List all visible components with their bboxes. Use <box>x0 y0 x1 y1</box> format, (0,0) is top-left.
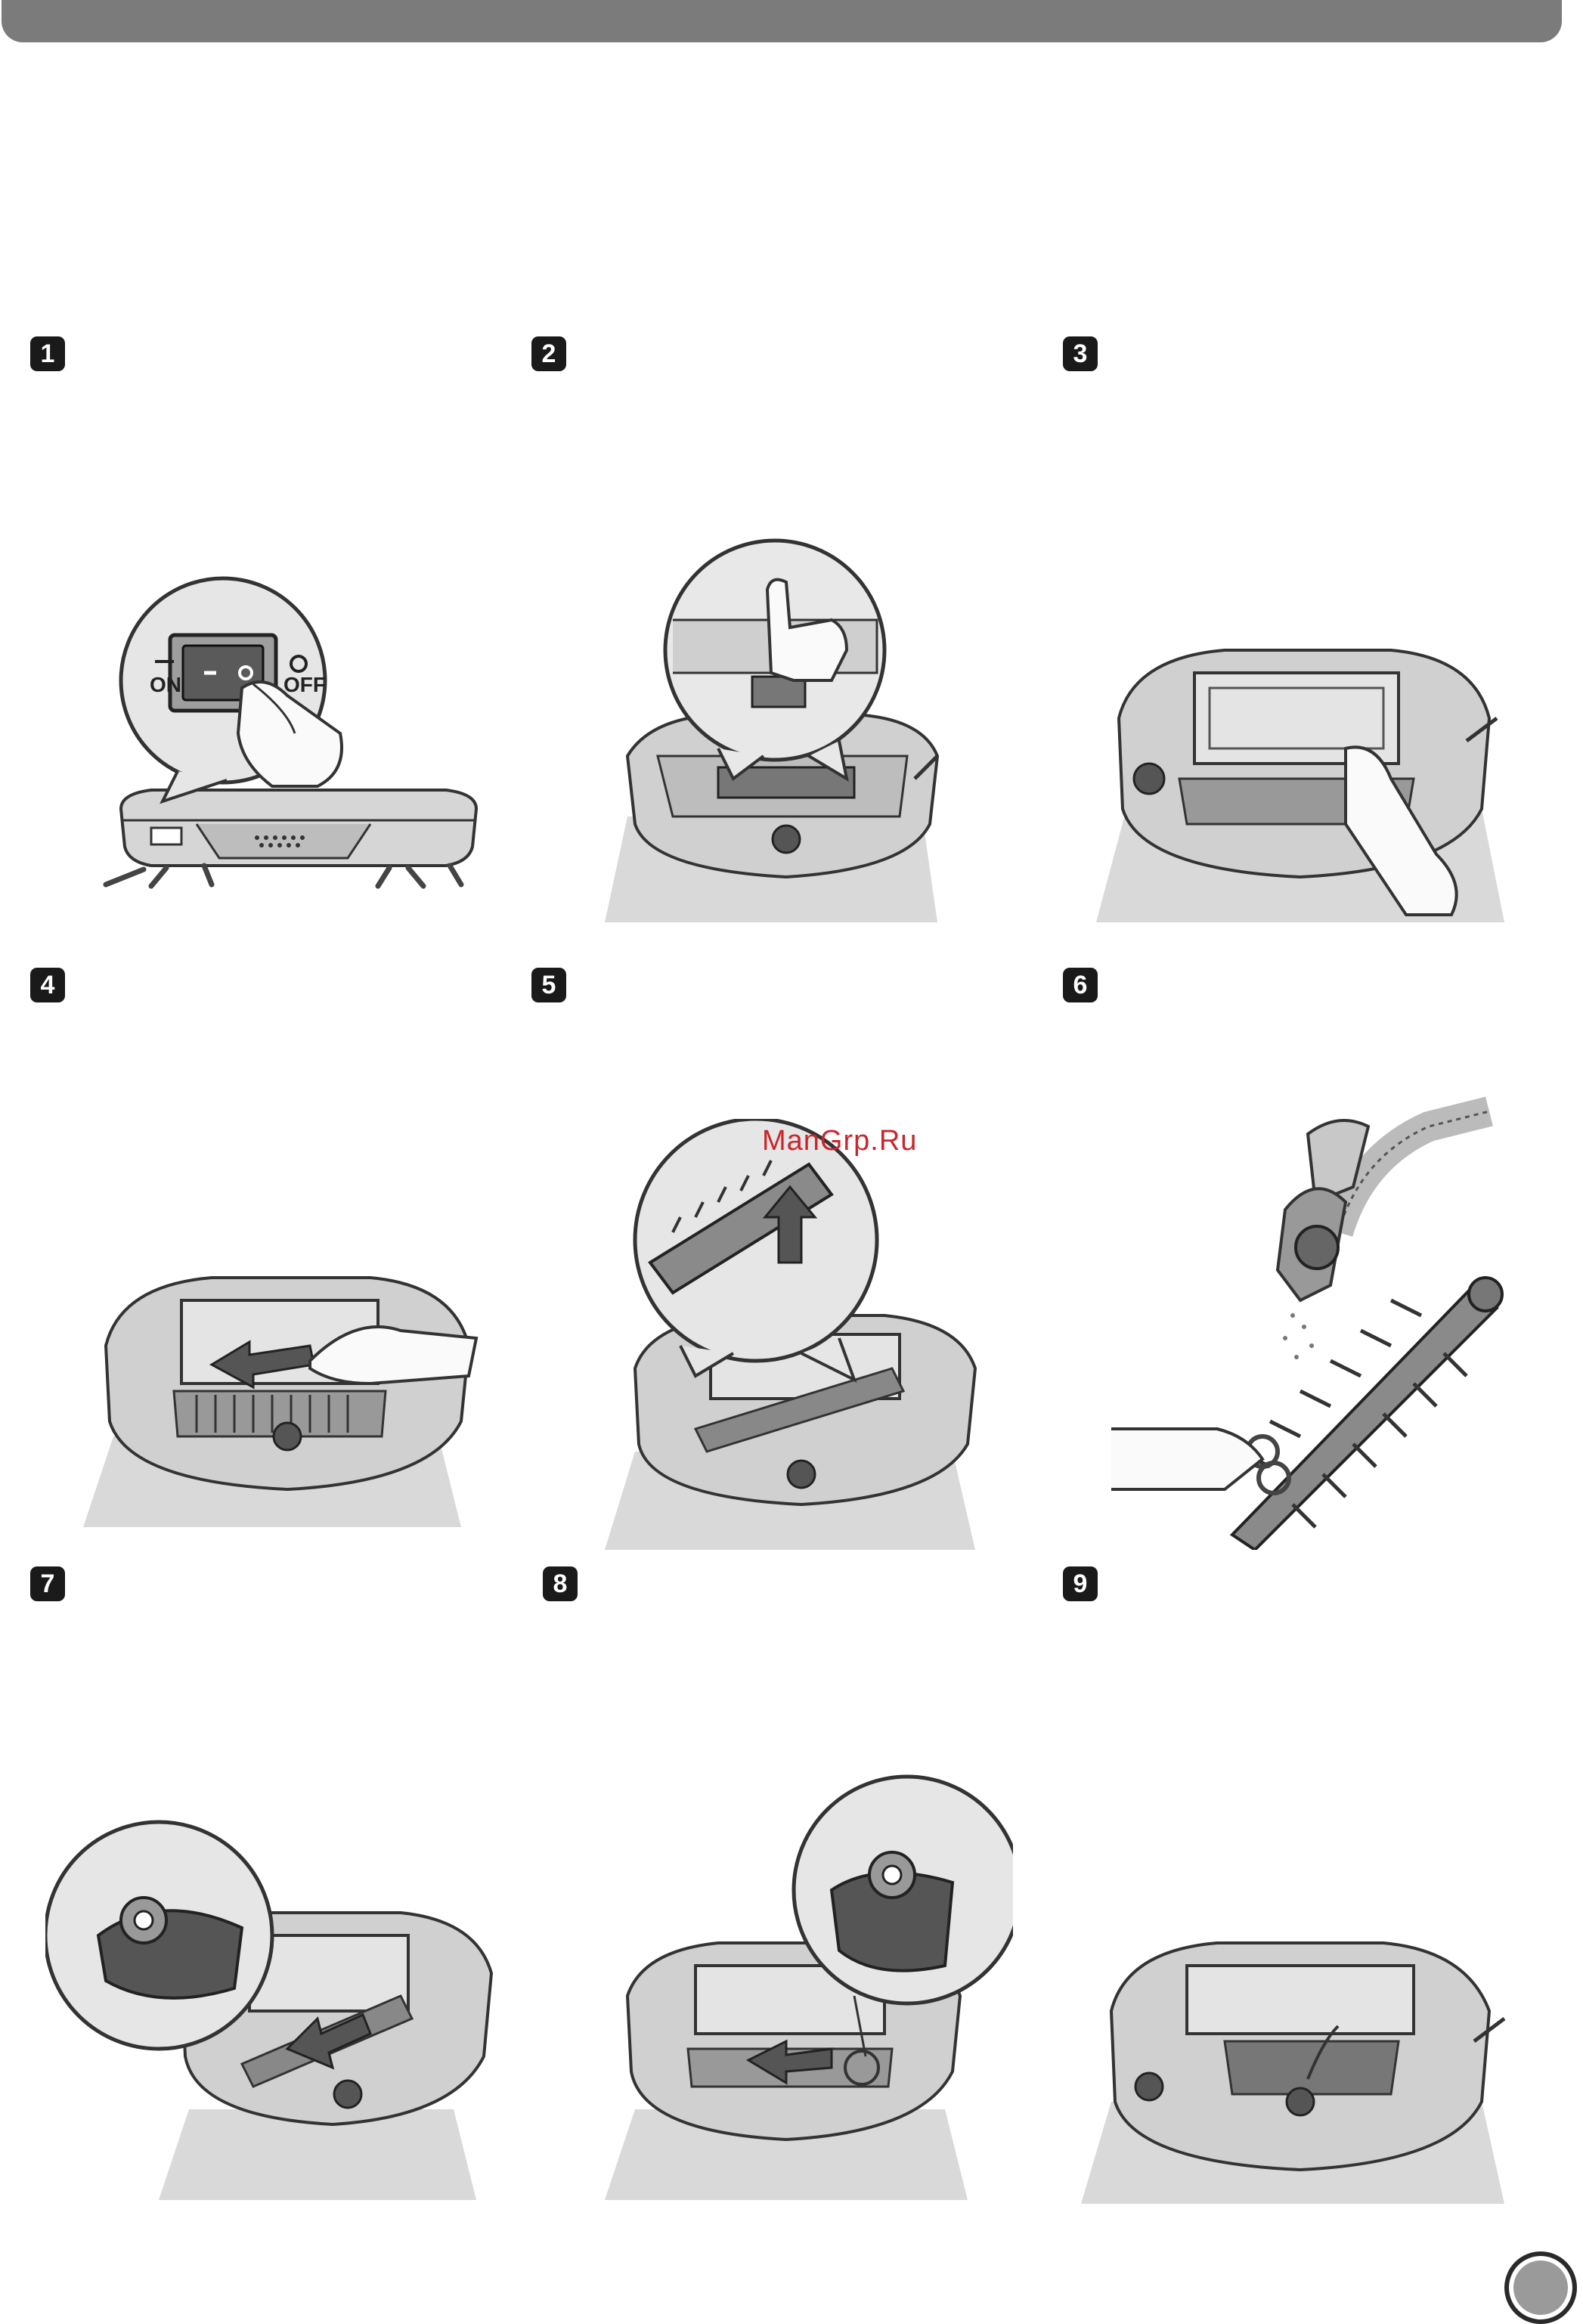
step-8-illustration <box>605 1769 1013 2208</box>
step-badge-7: 7 <box>30 1566 65 1601</box>
step-6-illustration <box>1111 1096 1504 1550</box>
step-badge-2: 2 <box>531 336 566 371</box>
step-badge-4: 4 <box>30 968 65 1002</box>
switch-off-label: OFF <box>283 673 326 696</box>
watermark-text: ManGrp.Ru <box>762 1125 917 1157</box>
step-4-illustration <box>83 1270 491 1527</box>
switch-on-label: ON <box>150 673 181 696</box>
step-badge-1: 1 <box>30 336 65 371</box>
step-1-illustration: ON OFF <box>91 559 484 907</box>
step-3-illustration <box>1089 627 1512 930</box>
step-badge-8: 8 <box>543 1566 578 1601</box>
step-5-illustration <box>605 1119 983 1550</box>
step-badge-5: 5 <box>531 968 566 1002</box>
step-badge-9: 9 <box>1063 1566 1098 1601</box>
step-7-illustration <box>45 1814 499 2208</box>
step-badge-3: 3 <box>1063 336 1098 371</box>
step-2-illustration <box>605 529 968 922</box>
step-9-illustration <box>1081 1935 1519 2208</box>
page-number-circle <box>1504 2251 1577 2324</box>
step-badge-6: 6 <box>1063 968 1098 1002</box>
header-bar <box>2 0 1562 42</box>
